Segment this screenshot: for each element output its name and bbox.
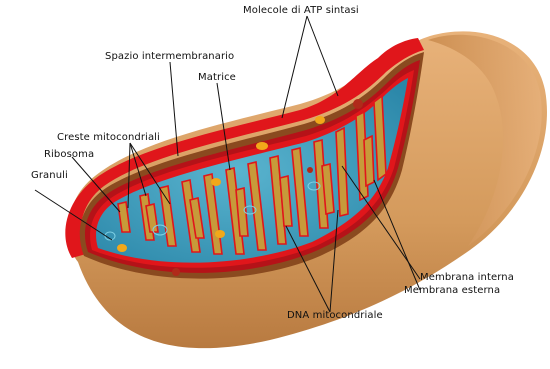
label-cristae: Creste mitocondriali — [57, 132, 160, 144]
label-outer-membrane: Membrana esterna — [404, 285, 500, 297]
label-ribosome: Ribosoma — [44, 149, 94, 161]
label-inner-membrane: Membrana interna — [420, 272, 514, 284]
label-matrix: Matrice — [198, 72, 236, 84]
label-granules: Granuli — [31, 170, 68, 182]
label-atp-synthase: Molecole di ATP sintasi — [243, 5, 359, 17]
label-mito-dna: DNA mitocondriale — [287, 310, 383, 322]
label-intermembrane-space: Spazio intermembranario — [105, 51, 234, 63]
